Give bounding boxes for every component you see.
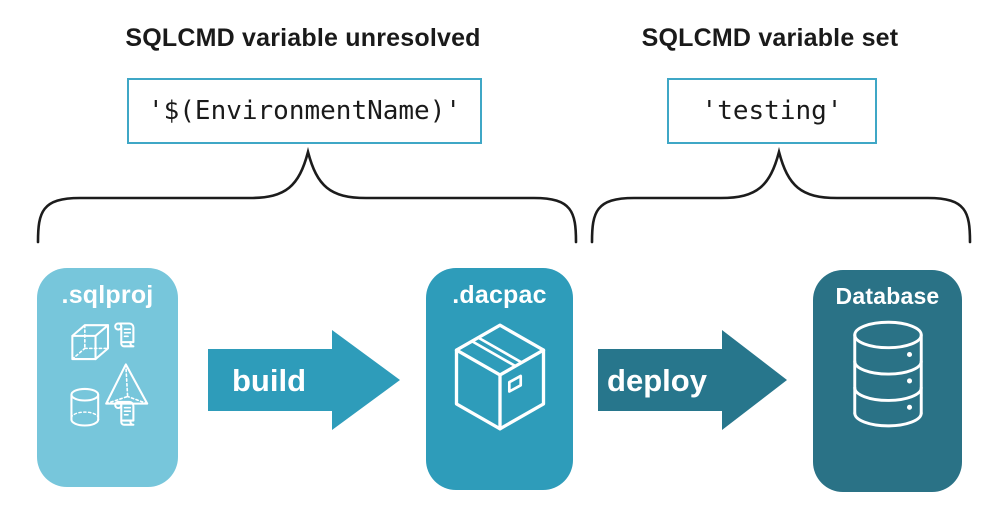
heading-unresolved: SQLCMD variable unresolved [125,24,481,52]
brace-right [590,146,972,244]
brace-left [36,146,578,244]
card-sqlproj-label: .sqlproj [61,281,154,309]
codebox-testing: 'testing' [667,78,877,144]
cube-icon [70,324,109,361]
deploy-arrow: deploy [598,330,787,430]
heading-set: SQLCMD variable set [641,24,899,52]
scroll-icon [113,400,134,426]
build-arrow-label: build [232,363,306,398]
code-value-unresolved: '$(EnvironmentName)' [147,96,462,126]
card-dacpac-label: .dacpac [452,281,547,309]
card-sqlproj: .sqlproj [37,268,178,487]
build-arrow: build [208,330,400,430]
deploy-arrow-label: deploy [607,363,708,398]
deploy-arrow-shape [598,330,787,430]
build-arrow-shape [208,330,400,430]
codebox-environment-name: '$(EnvironmentName)' [127,78,482,144]
cylinder-icon [69,387,99,427]
card-dacpac: .dacpac [426,268,573,490]
card-database: Database [813,270,962,492]
scroll-icon [113,322,134,348]
database-icon [852,320,923,428]
brace-group [36,146,972,244]
code-value-resolved: 'testing' [701,96,843,126]
sqlproj-objects-icon [69,322,148,427]
pyramid-icon [104,363,148,405]
card-database-label: Database [835,283,940,309]
package-icon [454,323,545,431]
